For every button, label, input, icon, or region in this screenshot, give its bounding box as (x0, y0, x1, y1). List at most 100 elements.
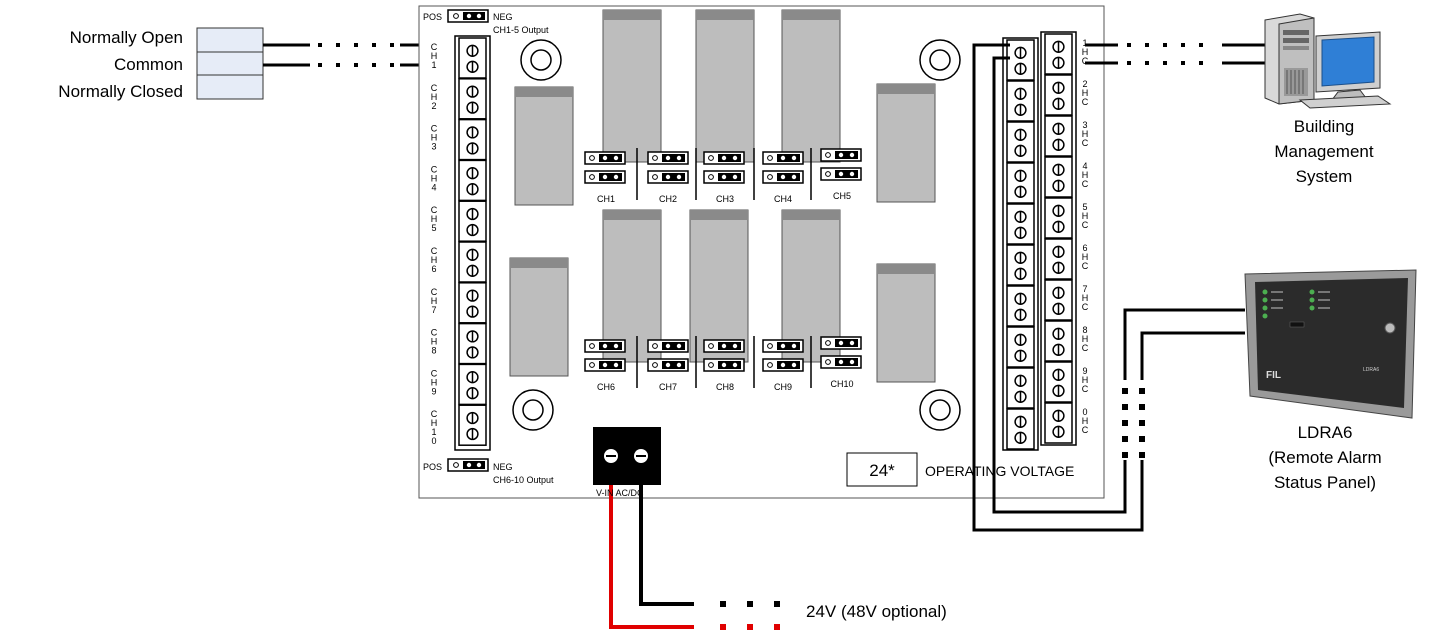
right-terminal-b-ch1 (1044, 33, 1073, 75)
right-terminal-a-ch10 (1006, 408, 1035, 450)
relay-4 (514, 86, 574, 206)
left-terminal-ch9 (458, 363, 487, 406)
top-output-jumper (447, 9, 489, 23)
right-terminal-a-ch4 (1006, 162, 1035, 204)
voltage-box (846, 452, 918, 487)
jumper-label-ch8: CH8 (716, 382, 734, 392)
ldra-logo-text: FIL (1266, 370, 1281, 381)
contact-box-nc (196, 74, 264, 100)
jumper-label-ch2: CH2 (659, 194, 677, 204)
ldra-label: LDRA6 (Remote Alarm Status Panel) (1268, 423, 1381, 492)
label-normally-open: Normally Open (70, 28, 183, 47)
computer-icon (1264, 13, 1392, 109)
channel-jumpers (584, 148, 862, 372)
jumper-ch5 (820, 148, 862, 181)
jumper-ch8 (703, 339, 745, 372)
ldra-wires (972, 43, 1245, 532)
ldra-wire-dots (1122, 388, 1145, 458)
svg-text:Status Panel): Status Panel) (1274, 473, 1376, 492)
contact-box-no (196, 27, 264, 53)
power-wire-dots (720, 601, 780, 630)
jumper-ch10 (820, 336, 862, 369)
left-terminal-ch1 (458, 37, 487, 79)
bottom-output-jumper (447, 458, 489, 472)
top-pos-label: POS (423, 12, 442, 22)
bms-label: Building Management System (1274, 117, 1374, 186)
relay-1 (602, 9, 662, 163)
jumper-labels-top: CH1 CH2 CH3 CH4 CH5 (597, 191, 851, 204)
bms-wires (1085, 43, 1265, 65)
left-terminal-ch4 (458, 159, 487, 202)
right-terminal-b-ch9 (1044, 361, 1073, 403)
jumper-label-ch4: CH4 (774, 194, 792, 204)
right-terminal-a-ch7 (1006, 285, 1035, 327)
top-neg-label: NEG (493, 12, 513, 22)
jumper-ch9 (762, 339, 804, 372)
right-terminal-b-ch4 (1044, 156, 1073, 198)
bottom-output-label: CH6-10 Output (493, 475, 554, 485)
jumper-dividers (636, 148, 812, 388)
relay-7 (689, 209, 749, 363)
vin-label: V-IN AC/DC (596, 488, 644, 498)
jumper-label-ch1: CH1 (597, 194, 615, 204)
left-terminal-block (454, 35, 491, 451)
right-terminal-a-ch2 (1006, 80, 1035, 122)
svg-text:LDRA6: LDRA6 (1298, 423, 1353, 442)
ldra-model-text: LDRA6 (1363, 367, 1379, 373)
right-terminal-a-ch6 (1006, 244, 1035, 286)
jumper-ch1 (584, 151, 626, 184)
left-terminal-ch7 (458, 282, 487, 324)
jumper-label-ch9: CH9 (774, 382, 792, 392)
svg-text:Management: Management (1274, 142, 1374, 161)
voltage-value: 24* (869, 461, 895, 480)
bms-wire-dots (1127, 43, 1203, 65)
label-normally-closed: Normally Closed (58, 82, 183, 101)
relay-9 (509, 257, 569, 377)
relay-contact-box (196, 27, 264, 100)
jumper-ch3 (703, 151, 745, 184)
right-terminal-a-ch9 (1006, 367, 1035, 409)
svg-text:System: System (1296, 167, 1353, 186)
svg-text:Building: Building (1294, 117, 1355, 136)
right-terminal-a-ch3 (1006, 121, 1035, 163)
top-output-label: CH1-5 Output (493, 25, 549, 35)
right-terminal-a-ch8 (1006, 326, 1035, 368)
relay-3 (781, 9, 841, 163)
jumper-ch4 (762, 151, 804, 184)
operating-voltage-label: OPERATING VOLTAGE (925, 463, 1074, 479)
left-terminal-ch8 (458, 322, 487, 365)
right-terminal-b-ch8 (1044, 320, 1073, 362)
bottom-neg-label: NEG (493, 462, 513, 472)
contact-wire-dots (318, 43, 394, 67)
jumper-ch2 (647, 151, 689, 184)
relay-10 (876, 263, 936, 383)
power-input-terminal (593, 427, 661, 485)
contact-box-com (196, 51, 264, 76)
right-terminal-a-ch5 (1006, 203, 1035, 245)
left-terminal-ch5 (458, 200, 487, 242)
power-wires (609, 485, 694, 629)
right-terminal-b-ch6 (1044, 238, 1073, 280)
jumper-label-ch7: CH7 (659, 382, 677, 392)
